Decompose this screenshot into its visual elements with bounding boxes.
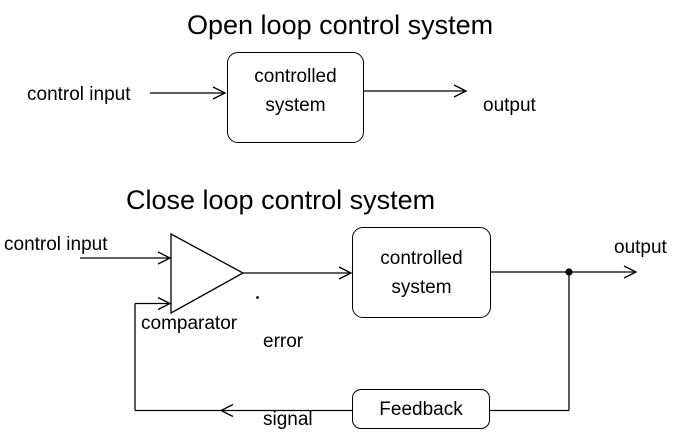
feedback-box-label: Feedback xyxy=(379,398,463,420)
feedback-path xyxy=(134,272,570,418)
closed-loop-box-line2: system xyxy=(391,276,452,298)
closed-loop-input-arrow xyxy=(80,251,172,265)
stray-dot xyxy=(256,296,259,299)
open-loop-input-arrow xyxy=(150,86,227,100)
error-signal-arrow xyxy=(243,266,353,280)
open-loop-title: Open loop control system xyxy=(187,10,494,40)
closed-loop-title: Close loop control system xyxy=(126,185,436,215)
open-loop-input-label: control input xyxy=(27,84,131,105)
comparator-label: comparator xyxy=(141,313,238,334)
comparator-triangle xyxy=(170,232,245,315)
closed-loop-controlled-system-box: controlled system xyxy=(352,227,491,318)
open-loop-controlled-system-box: controlled system xyxy=(227,52,364,143)
open-loop-output-arrow xyxy=(364,84,468,98)
error-signal-line2: signal xyxy=(263,409,313,430)
open-loop-box-line2: system xyxy=(265,95,326,116)
error-signal-line1: error xyxy=(263,331,304,352)
closed-loop-output-arrow xyxy=(491,265,638,279)
closed-loop-input-label: control input xyxy=(4,234,108,255)
error-signal-label: error signal xyxy=(263,277,313,448)
closed-loop-output-label: output xyxy=(614,237,667,258)
open-loop-output-label: output xyxy=(483,95,536,116)
open-loop-box-line1: controlled xyxy=(254,66,337,87)
closed-loop-box-line1: controlled xyxy=(380,247,463,269)
feedback-box: Feedback xyxy=(352,389,490,429)
